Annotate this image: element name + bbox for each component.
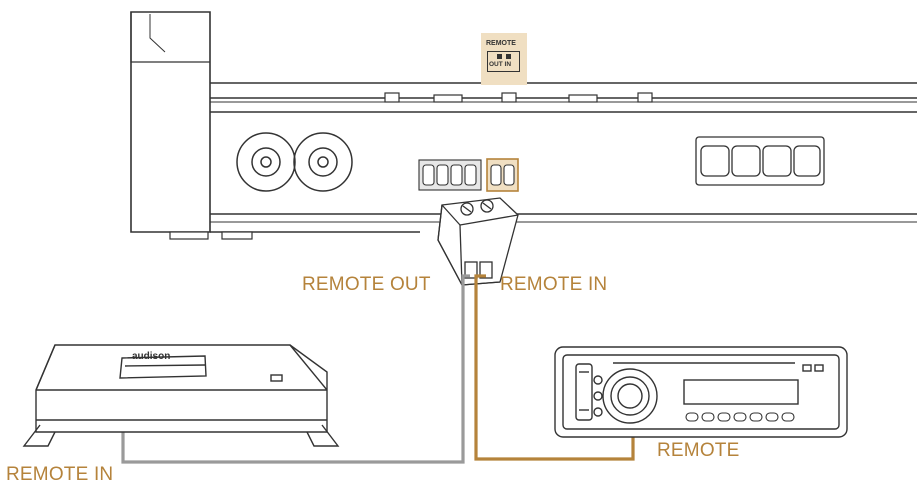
terminal-block-left <box>418 159 482 191</box>
remote-connector-badge: REMOTE OUT IN <box>481 33 527 85</box>
label-remote-head-unit: REMOTE <box>657 440 740 461</box>
label-remote-in: REMOTE IN <box>500 274 608 295</box>
head-unit-volume-knob <box>593 368 658 424</box>
badge-pin-in <box>506 54 511 59</box>
badge-ports: OUT IN <box>489 61 512 68</box>
badge-port-frame <box>487 51 520 72</box>
remote-in-wire <box>474 274 635 461</box>
remote-port-block <box>486 158 519 192</box>
rca-jack-left <box>236 132 296 192</box>
amplifier-chassis <box>130 11 917 240</box>
power-terminal-block <box>695 136 825 186</box>
badge-title: REMOTE <box>486 40 516 47</box>
rca-jack-right <box>293 132 353 192</box>
head-unit-preset-buttons <box>685 412 795 422</box>
label-remote-out: REMOTE OUT <box>302 274 431 295</box>
badge-pin-out <box>497 54 502 59</box>
remote-out-wire <box>121 274 470 464</box>
label-remote-in-amplifier: REMOTE IN <box>6 464 114 485</box>
remote-plug-connector <box>437 197 519 286</box>
amplifier-logo: audison <box>132 351 170 362</box>
secondary-amplifier <box>22 344 340 447</box>
